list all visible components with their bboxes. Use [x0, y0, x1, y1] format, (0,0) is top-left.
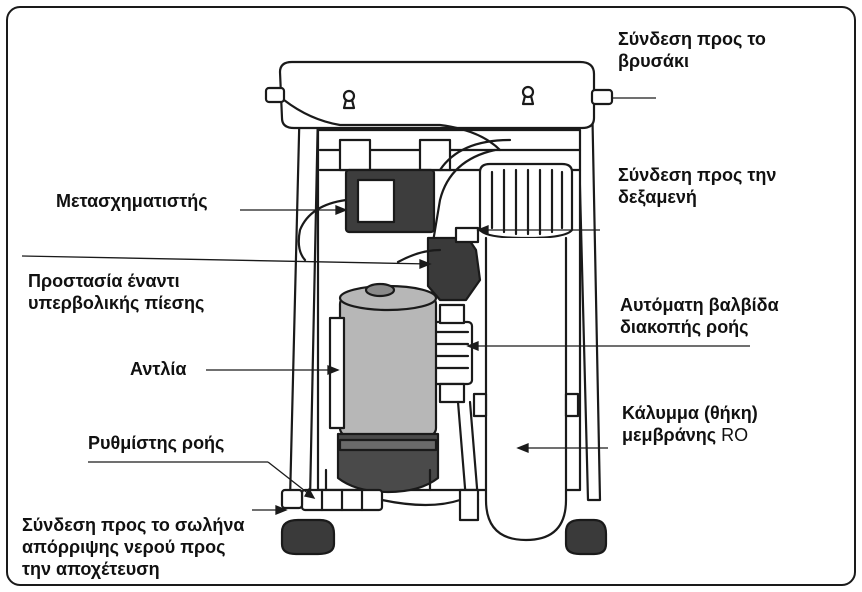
right-frame-post: [576, 93, 602, 502]
right-foot: [564, 518, 608, 556]
label-membrane-housing: Κάλυμμα (θήκη) μεμβράνης RO: [622, 403, 758, 445]
label-tank-connection: Σύνδεση προς την δεξαμενή: [618, 165, 777, 207]
left-foot: [280, 518, 336, 556]
pressure-valve: [426, 236, 482, 302]
membrane-housing: [484, 236, 568, 542]
label-drain-connection: Σύνδεση προς το σωλήνα απόρριψης νερού π…: [22, 515, 245, 579]
label-shutoff-valve: Αυτόματη βαλβίδα διακοπής ροής: [620, 295, 779, 337]
label-pressure-protection: Προστασία έναντι υπερβολικής πίεσης: [28, 271, 205, 313]
keyhole-left: [342, 89, 356, 103]
label-flow-regulator: Ρυθμίστης ροής: [88, 433, 225, 453]
drain-fitting: [280, 488, 304, 510]
pump-motor: [338, 294, 438, 438]
label-faucet-connection: Σύνδεση προς το βρυσάκι: [618, 29, 766, 71]
transformer-cable: [297, 198, 348, 262]
membrane-cap: [478, 162, 574, 240]
keyhole-right: [521, 85, 535, 99]
top-bar: [278, 60, 596, 130]
top-right-fitting: [590, 88, 614, 106]
left-frame-post: [288, 93, 320, 502]
top-left-fitting: [264, 86, 286, 104]
label-pump: Αντλία: [130, 359, 187, 379]
transformer-label: [356, 178, 396, 224]
label-transformer: Μετασχηματιστής: [56, 191, 208, 211]
